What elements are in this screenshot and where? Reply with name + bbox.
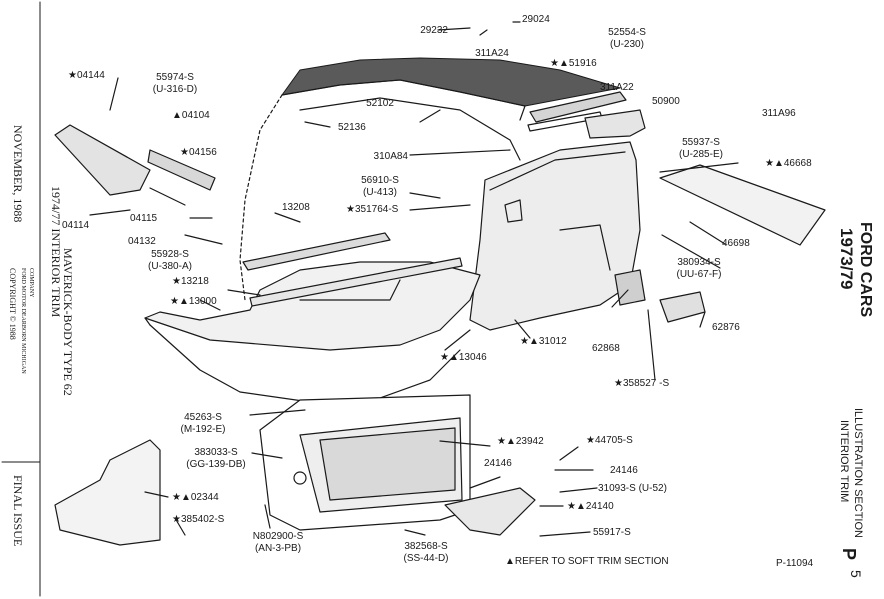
callout-46698: 46698 (722, 238, 750, 249)
callout-383033: 383033-S (194, 447, 238, 458)
callout-383033-code: (GG-139-DB) (186, 459, 246, 470)
soft-trim-note: ▲REFER TO SOFT TRIM SECTION (505, 556, 669, 567)
callout-62868: 62868 (592, 343, 620, 354)
callout-04156: ★04156 (180, 147, 217, 158)
callout-04114: 04114 (62, 220, 90, 231)
callout-55937-code: (U-285-E) (679, 149, 723, 160)
callout-56910-code: (U-413) (363, 187, 397, 198)
ford-cars-label: FORD CARS (857, 222, 874, 318)
callout-29024: 29024 (522, 14, 550, 25)
callout-50900: 50900 (652, 96, 680, 107)
section-title-2: ILLUSTRATION SECTION (852, 408, 864, 538)
callout-311a96: 311A96 (762, 108, 796, 119)
callout-44705: ★44705-S (586, 435, 633, 446)
callout-311a24: 311A24 (475, 48, 509, 59)
page-letter: P (839, 548, 859, 561)
callout-04144: ★04144 (68, 70, 105, 81)
callout-351764: ★351764-S (346, 204, 399, 215)
callout-358527: ★358527 -S (614, 378, 670, 389)
page-number: 5 (848, 570, 864, 578)
copyright-text: COPYRIGHT © 1988 (8, 268, 17, 340)
callout-24146-upper: 24146 (484, 458, 512, 469)
company-name: FORD MOTOR DEARBORN MICHIGAN (20, 268, 26, 374)
callout-55928-code: (U-380-A) (148, 261, 192, 272)
callout-29232: 29232 (420, 25, 448, 36)
callout-31093: 31093-S (U-52) (598, 483, 667, 494)
callout-04132: 04132 (128, 236, 156, 247)
callout-45263-code: (M-192-E) (180, 424, 226, 435)
callout-23942: ★▲23942 (497, 436, 544, 447)
callout-n802900-code: (AN-3-PB) (254, 543, 302, 554)
company-name-2: COMPANY (28, 268, 34, 298)
callout-380934: 380934-S (677, 257, 721, 268)
callout-46668: ★▲46668 (765, 158, 812, 169)
callout-13218: ★13218 (172, 276, 209, 287)
final-issue-label: FINAL ISSUE (11, 475, 25, 547)
callout-24140: ★▲24140 (567, 501, 614, 512)
plate-number: P-11094 (776, 558, 814, 569)
callout-385402: ★385402-S (172, 514, 225, 525)
callout-13046: ★▲13046 (440, 352, 487, 363)
callout-311a22: 311A22 (600, 82, 634, 93)
callout-24146-lower: 24146 (610, 465, 638, 476)
model-years: 1973/79 (837, 228, 856, 290)
callout-45263: 45263-S (184, 412, 222, 423)
callout-04115: 04115 (130, 213, 158, 224)
callout-55974: 55974-S (156, 72, 194, 83)
callout-56910: 56910-S (361, 175, 399, 186)
callout-n802900: N802900-S (252, 531, 304, 542)
callout-13000: ★▲13000 (170, 296, 217, 307)
callout-55917: 55917-S (593, 527, 631, 538)
callout-13208: 13208 (282, 202, 310, 213)
callout-52102: 52102 (366, 98, 394, 109)
callout-382568: 382568-S (404, 541, 448, 552)
callout-382568-code: (SS-44-D) (403, 553, 449, 564)
callout-04104: ▲04104 (172, 110, 210, 121)
callout-310a84: 310A84 (373, 151, 408, 162)
callout-52554-code: (U-230) (610, 39, 644, 50)
section-title-1: INTERIOR TRIM (838, 420, 850, 503)
callout-55974-code: (U-316-D) (152, 84, 198, 95)
issue-date: NOVEMBER, 1988 (11, 125, 25, 223)
callout-52554: 52554-S (608, 27, 646, 38)
callout-380934-code: (UU-67-F) (676, 269, 722, 280)
callout-55937: 55937-S (682, 137, 720, 148)
callout-55928: 55928-S (151, 249, 189, 260)
callout-31012: ★▲31012 (520, 336, 567, 347)
callout-62876: 62876 (712, 322, 740, 333)
callout-02344: ★▲02344 (172, 492, 219, 503)
callout-52136: 52136 (338, 122, 366, 133)
diagram-title-line2: MAVERICK-BODY TYPE 62 (61, 248, 75, 396)
callout-51916: ★▲51916 (550, 58, 597, 69)
